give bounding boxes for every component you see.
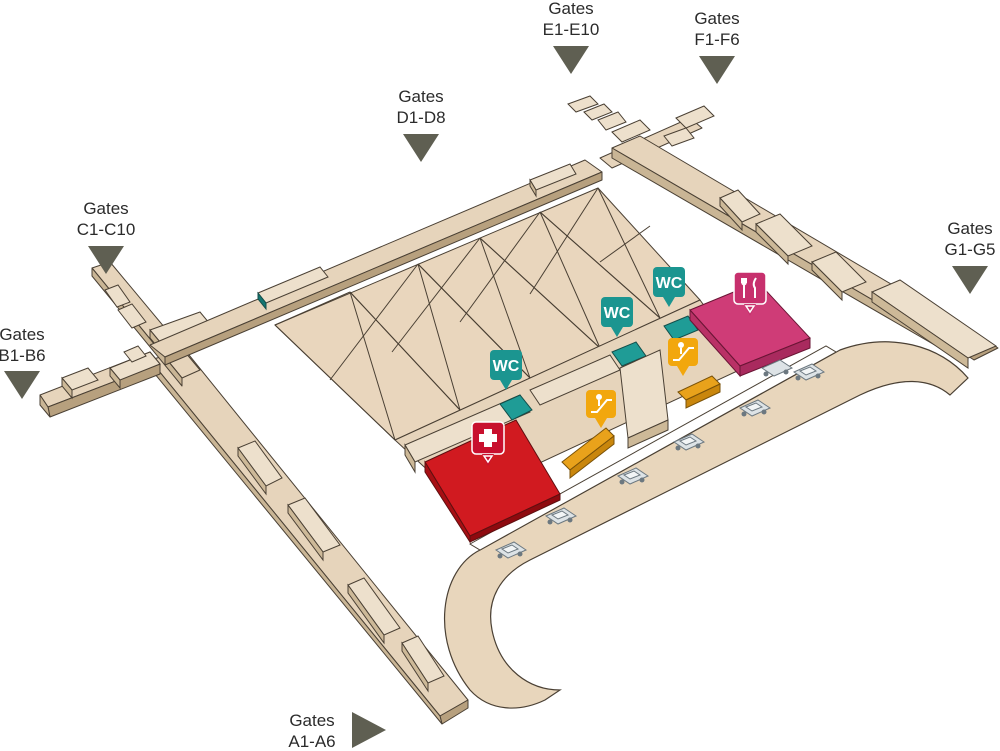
restaurant-icon — [741, 277, 757, 298]
concourse-d — [149, 159, 603, 366]
first-aid-building — [424, 419, 561, 544]
gate-a-title: Gates — [289, 711, 334, 730]
gate-f-arrow-icon — [699, 56, 735, 84]
pier-bc — [39, 261, 211, 418]
wc-marker-3: WC — [653, 267, 685, 307]
car-icon — [494, 359, 826, 559]
gate-label-a[interactable]: Gates A1-A6 — [288, 711, 386, 751]
gate-g-range: G1-G5 — [944, 240, 995, 259]
wc-label: WC — [604, 305, 631, 322]
gate-a-range: A1-A6 — [288, 732, 335, 751]
wc-label: WC — [656, 275, 683, 292]
gate-d-range: D1-D8 — [396, 108, 445, 127]
escalator-icon — [591, 394, 612, 413]
wc-icon — [653, 267, 685, 297]
wc-icon — [601, 297, 633, 327]
gate-c-arrow-icon — [88, 246, 124, 274]
wc-icon — [490, 350, 522, 380]
gate-b-title: Gates — [0, 325, 45, 344]
escalator-icon — [673, 342, 694, 361]
gate-e-title: Gates — [548, 0, 593, 18]
wc-marker-2: WC — [601, 297, 633, 337]
wc-label: WC — [493, 358, 520, 375]
gate-f-title: Gates — [694, 9, 739, 28]
gate-b-range: B1-B6 — [0, 346, 46, 365]
gate-label-b[interactable]: Gates B1-B6 — [0, 325, 46, 399]
curbside-roadway — [443, 341, 969, 709]
escalator-1 — [561, 427, 615, 480]
gate-label-g[interactable]: Gates G1-G5 — [944, 219, 996, 294]
escalator-2 — [677, 375, 721, 409]
gate-d-arrow-icon — [403, 134, 439, 162]
restaurant-building — [689, 281, 811, 378]
gate-a-arrow-icon — [352, 712, 386, 748]
gate-label-e[interactable]: Gates E1-E10 — [543, 0, 600, 74]
gate-f-range: F1-F6 — [694, 30, 739, 49]
gate-label-f[interactable]: Gates F1-F6 — [694, 9, 740, 84]
gate-label-c[interactable]: Gates C1-C10 — [77, 199, 136, 274]
gate-g-title: Gates — [947, 219, 992, 238]
first-aid-marker — [471, 421, 505, 466]
gate-b-arrow-icon — [4, 371, 40, 399]
escalator-marker-2 — [668, 338, 698, 376]
gate-e-arrow-icon — [553, 46, 589, 74]
gate-e-range: E1-E10 — [543, 20, 600, 39]
restaurant-marker — [733, 271, 767, 316]
gate-c-range: C1-C10 — [77, 220, 136, 239]
escalator-marker-1 — [586, 390, 616, 428]
gate-g-arrow-icon — [952, 266, 988, 294]
gate-c-title: Gates — [83, 199, 128, 218]
gate-d-title: Gates — [398, 87, 443, 106]
pier-efg — [567, 95, 999, 369]
wc-marker-1: WC — [490, 350, 522, 390]
first-aid-icon — [479, 429, 497, 447]
gate-label-d[interactable]: Gates D1-D8 — [396, 87, 446, 162]
